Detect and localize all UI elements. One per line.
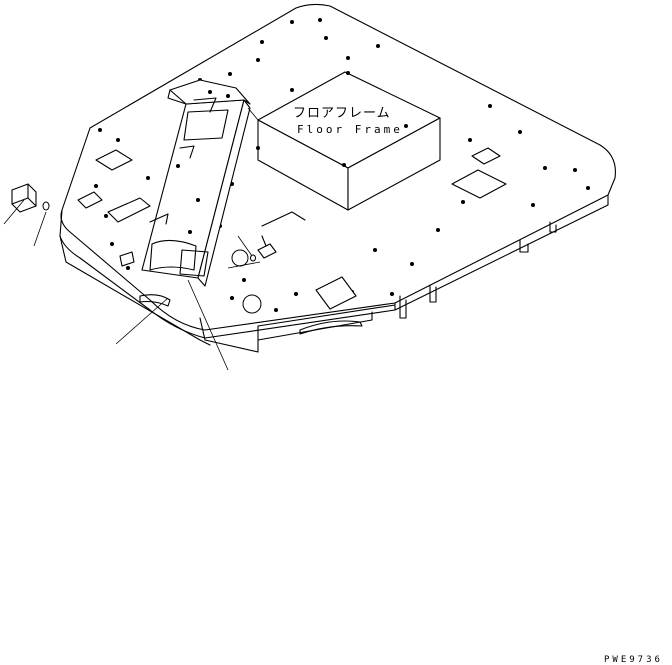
- left-connector-part: [11, 183, 50, 213]
- right-bolt-part: [250, 235, 277, 262]
- mounting-holes: [94, 18, 590, 314]
- leader-lines: [3, 107, 261, 371]
- floor-frame-box: [257, 71, 441, 211]
- floor-frame-label-en: Floor Frame: [297, 123, 403, 136]
- plate-cutouts: [77, 147, 507, 310]
- console-stand: [119, 79, 251, 287]
- drawing-code: PWE9736: [604, 655, 663, 665]
- floor-frame-label-jp: フロアフレーム: [293, 106, 391, 121]
